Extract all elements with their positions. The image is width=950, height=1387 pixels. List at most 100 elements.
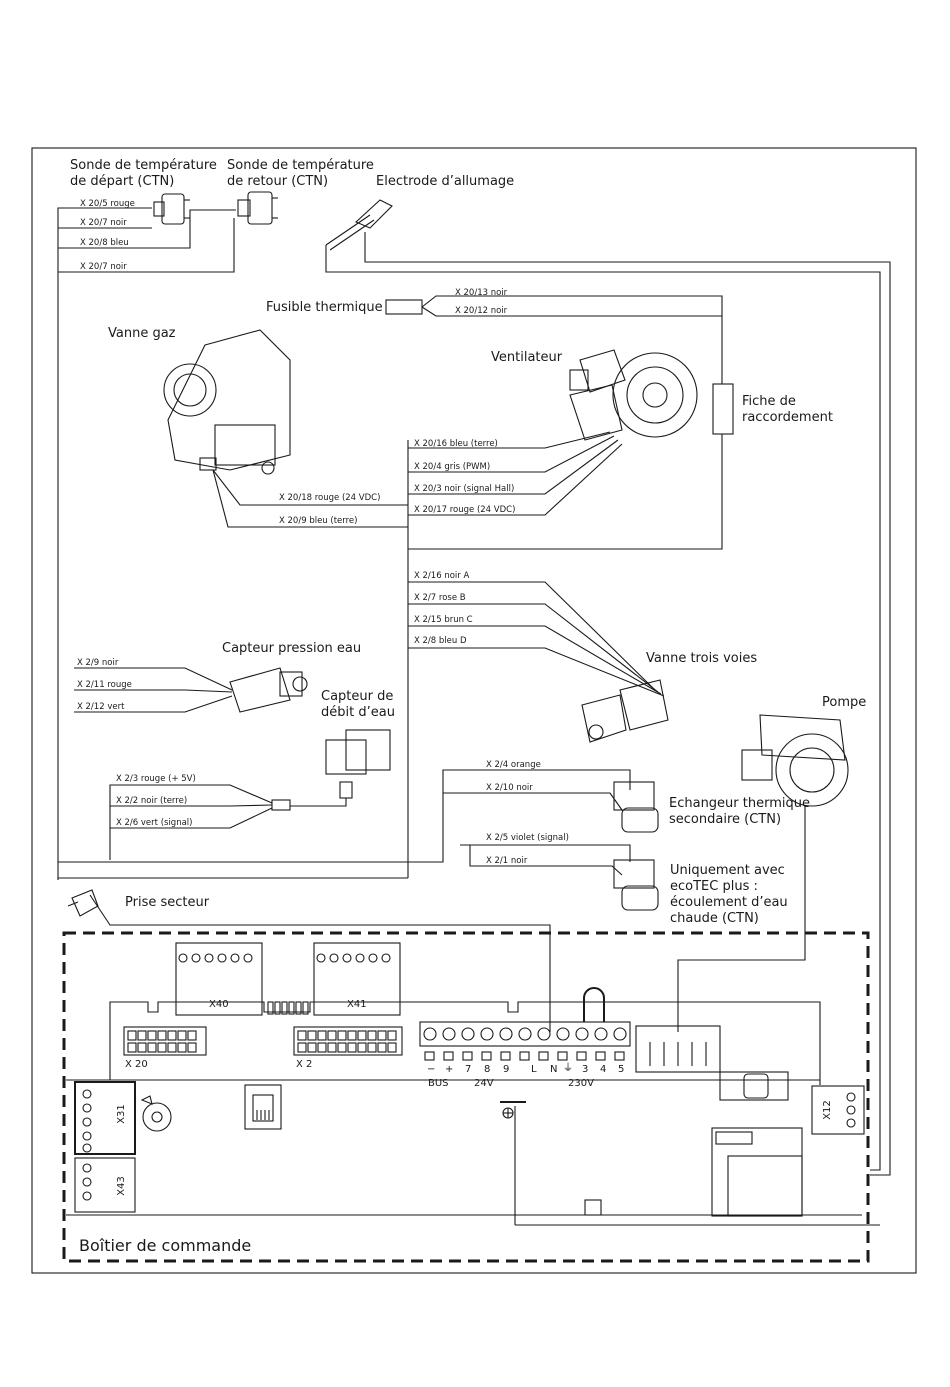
pin-label: L [531, 1064, 537, 1075]
label-fusible: Fusible thermique [266, 300, 383, 315]
wire-label: X 20/3 noir (signal Hall) [414, 484, 515, 494]
pin-label: 5 [618, 1064, 625, 1075]
x43-block [74, 1157, 136, 1213]
comb-connector [267, 1001, 309, 1015]
x12-block [811, 1085, 865, 1135]
ecoulement-device [613, 859, 659, 911]
pin-label: 8 [484, 1064, 491, 1075]
label-fiche: Fiche de raccordement [742, 394, 833, 425]
label-pompe: Pompe [822, 695, 867, 710]
label-x20: X 20 [125, 1059, 148, 1070]
capteur-pression-wires [74, 667, 233, 713]
wire-label: X 20/13 noir [455, 288, 508, 298]
fusible-device [385, 295, 723, 384]
control-board [66, 1001, 880, 1226]
pompe-device [677, 714, 849, 1032]
ground-symbol [500, 1101, 526, 1119]
wire-label: X 2/1 noir [486, 856, 528, 866]
label-prise-secteur: Prise secteur [125, 895, 210, 910]
wire-label: X 2/6 vert (signal) [116, 818, 193, 828]
sonde-depart-device [153, 193, 190, 225]
x40-block [175, 942, 263, 1016]
outer-frame [31, 147, 917, 1274]
wire-label: X 2/7 rose B [414, 593, 466, 603]
sonde-wires [57, 207, 236, 880]
pin-label: + [445, 1064, 454, 1075]
wire-label: X 2/8 bleu D [414, 636, 467, 646]
wire-label: X 20/17 rouge (24 VDC) [414, 505, 516, 515]
label-sonde-depart: Sonde de température de départ (CTN) [70, 158, 217, 189]
wire-label: X 2/3 rouge (+ 5V) [116, 774, 196, 784]
fiche-device [712, 383, 734, 435]
ventilateur-wires [407, 431, 623, 878]
wire-label: X 2/10 noir [486, 783, 533, 793]
wire-label: X 20/7 noir [80, 262, 127, 272]
label-sonde-retour: Sonde de température de retour (CTN) [227, 158, 374, 189]
pin-label: 4 [600, 1064, 607, 1075]
pin-label: 7 [465, 1064, 472, 1075]
x41-block [313, 942, 401, 1016]
wire-label: X 2/4 orange [486, 760, 541, 770]
wire-label: X 2/5 violet (signal) [486, 833, 569, 843]
pin-label: N [550, 1064, 558, 1075]
capteur-debit-wires [109, 784, 291, 860]
label-echangeur: Echangeur thermique secondaire (CTN) [669, 796, 810, 827]
sonde-retour-device [237, 191, 278, 225]
label-bus: BUS [428, 1078, 449, 1089]
wire-label: X 2/15 brun C [414, 615, 473, 625]
label-capteur-debit: Capteur de débit d’eau [321, 689, 395, 720]
label-ventilateur: Ventilateur [491, 350, 563, 365]
capteur-debit-device [290, 729, 391, 807]
pin-label: − [427, 1064, 436, 1075]
x41-pins [316, 953, 391, 963]
x40-pins [178, 953, 253, 963]
wire-label: X 20/4 gris (PWM) [414, 462, 491, 472]
pin-label: ⏚ [563, 1063, 573, 1074]
wire-label: X 2/11 rouge [77, 680, 132, 690]
wire-label: X 20/5 rouge [80, 199, 135, 209]
pump-connector [635, 1025, 721, 1073]
label-x41: X41 [347, 999, 367, 1010]
pin-label: 3 [582, 1064, 589, 1075]
wire-label: X 20/16 bleu (terre) [414, 439, 498, 449]
label-x12: X12 [821, 1100, 833, 1120]
wire-label: X 20/8 bleu [80, 238, 129, 248]
label-capteur-pression: Capteur pression eau [222, 641, 362, 656]
wire-label: X 2/2 noir (terre) [116, 796, 188, 806]
vanne-gaz-device [163, 329, 408, 528]
wire-label: X 2/12 vert [77, 702, 125, 712]
label-x40: X40 [209, 999, 229, 1010]
wire-label: X 20/18 rouge (24 VDC) [279, 493, 381, 503]
label-uniquement: Uniquement avec ecoTEC plus : écoulement… [670, 863, 788, 926]
terminal-strip [419, 987, 631, 1061]
label-boitier: Boîtier de commande [79, 1236, 252, 1255]
wire-label: X 20/7 noir [80, 218, 127, 228]
label-x2: X 2 [296, 1059, 313, 1070]
pin-label: 9 [503, 1064, 510, 1075]
wire-label: X 2/9 noir [77, 658, 119, 668]
label-x31: X31 [115, 1104, 127, 1124]
prise-device [67, 889, 551, 1032]
label-electrode: Electrode d’allumage [376, 174, 515, 189]
boitier-frame [62, 931, 870, 1263]
ventilateur-device [569, 349, 698, 441]
rj-socket [244, 1084, 282, 1130]
vanne-3v-wires [408, 581, 665, 697]
echangeur-wires [58, 769, 631, 879]
x20-connector [123, 1026, 207, 1056]
label-x43: X43 [115, 1176, 127, 1196]
fuse-holder [719, 1071, 789, 1101]
vanne-3v-device [581, 679, 669, 743]
echangeur-device [613, 781, 659, 833]
label-vanne-trois-voies: Vanne trois voies [646, 651, 758, 666]
wire-label: X 20/9 bleu (terre) [279, 516, 358, 526]
wire-label: X 20/12 noir [455, 306, 508, 316]
label-230v: 230V [568, 1078, 594, 1089]
potentiometer [140, 1095, 172, 1132]
transformer [711, 1127, 803, 1217]
label-vanne-gaz: Vanne gaz [108, 326, 176, 341]
x31-block [74, 1081, 136, 1155]
x2-connector [293, 1026, 403, 1056]
capteur-pression-device [229, 667, 308, 713]
